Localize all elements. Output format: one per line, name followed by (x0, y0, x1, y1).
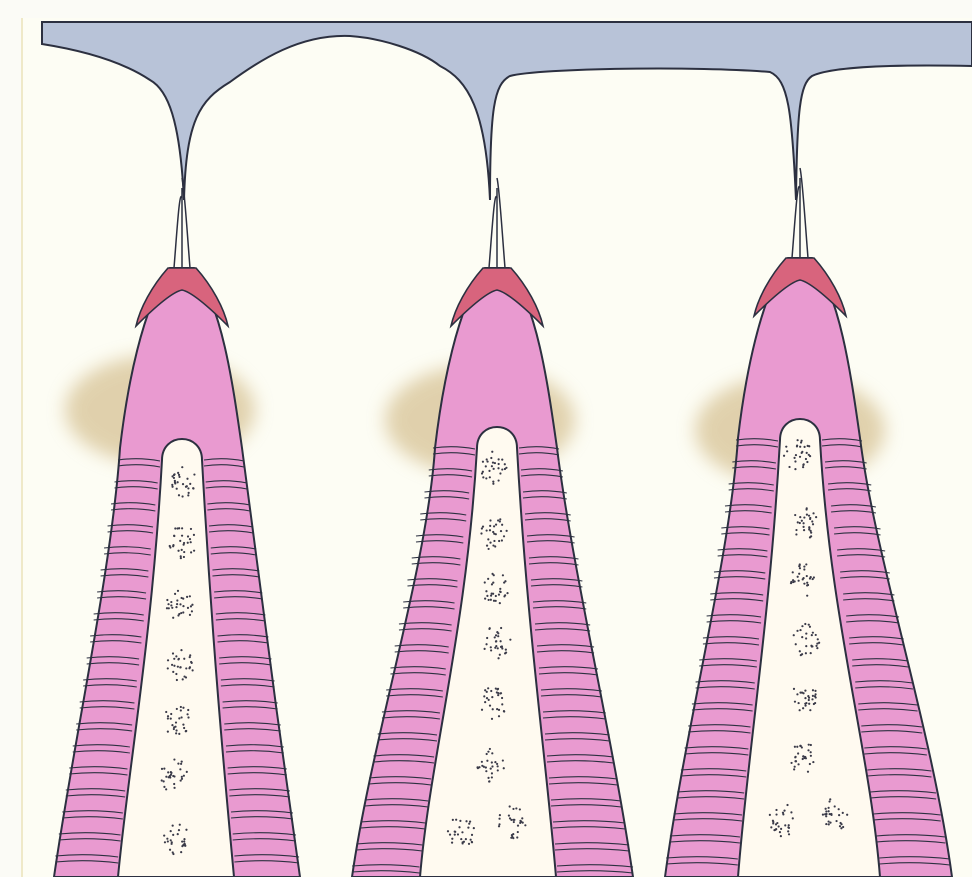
septum-units (54, 168, 952, 877)
